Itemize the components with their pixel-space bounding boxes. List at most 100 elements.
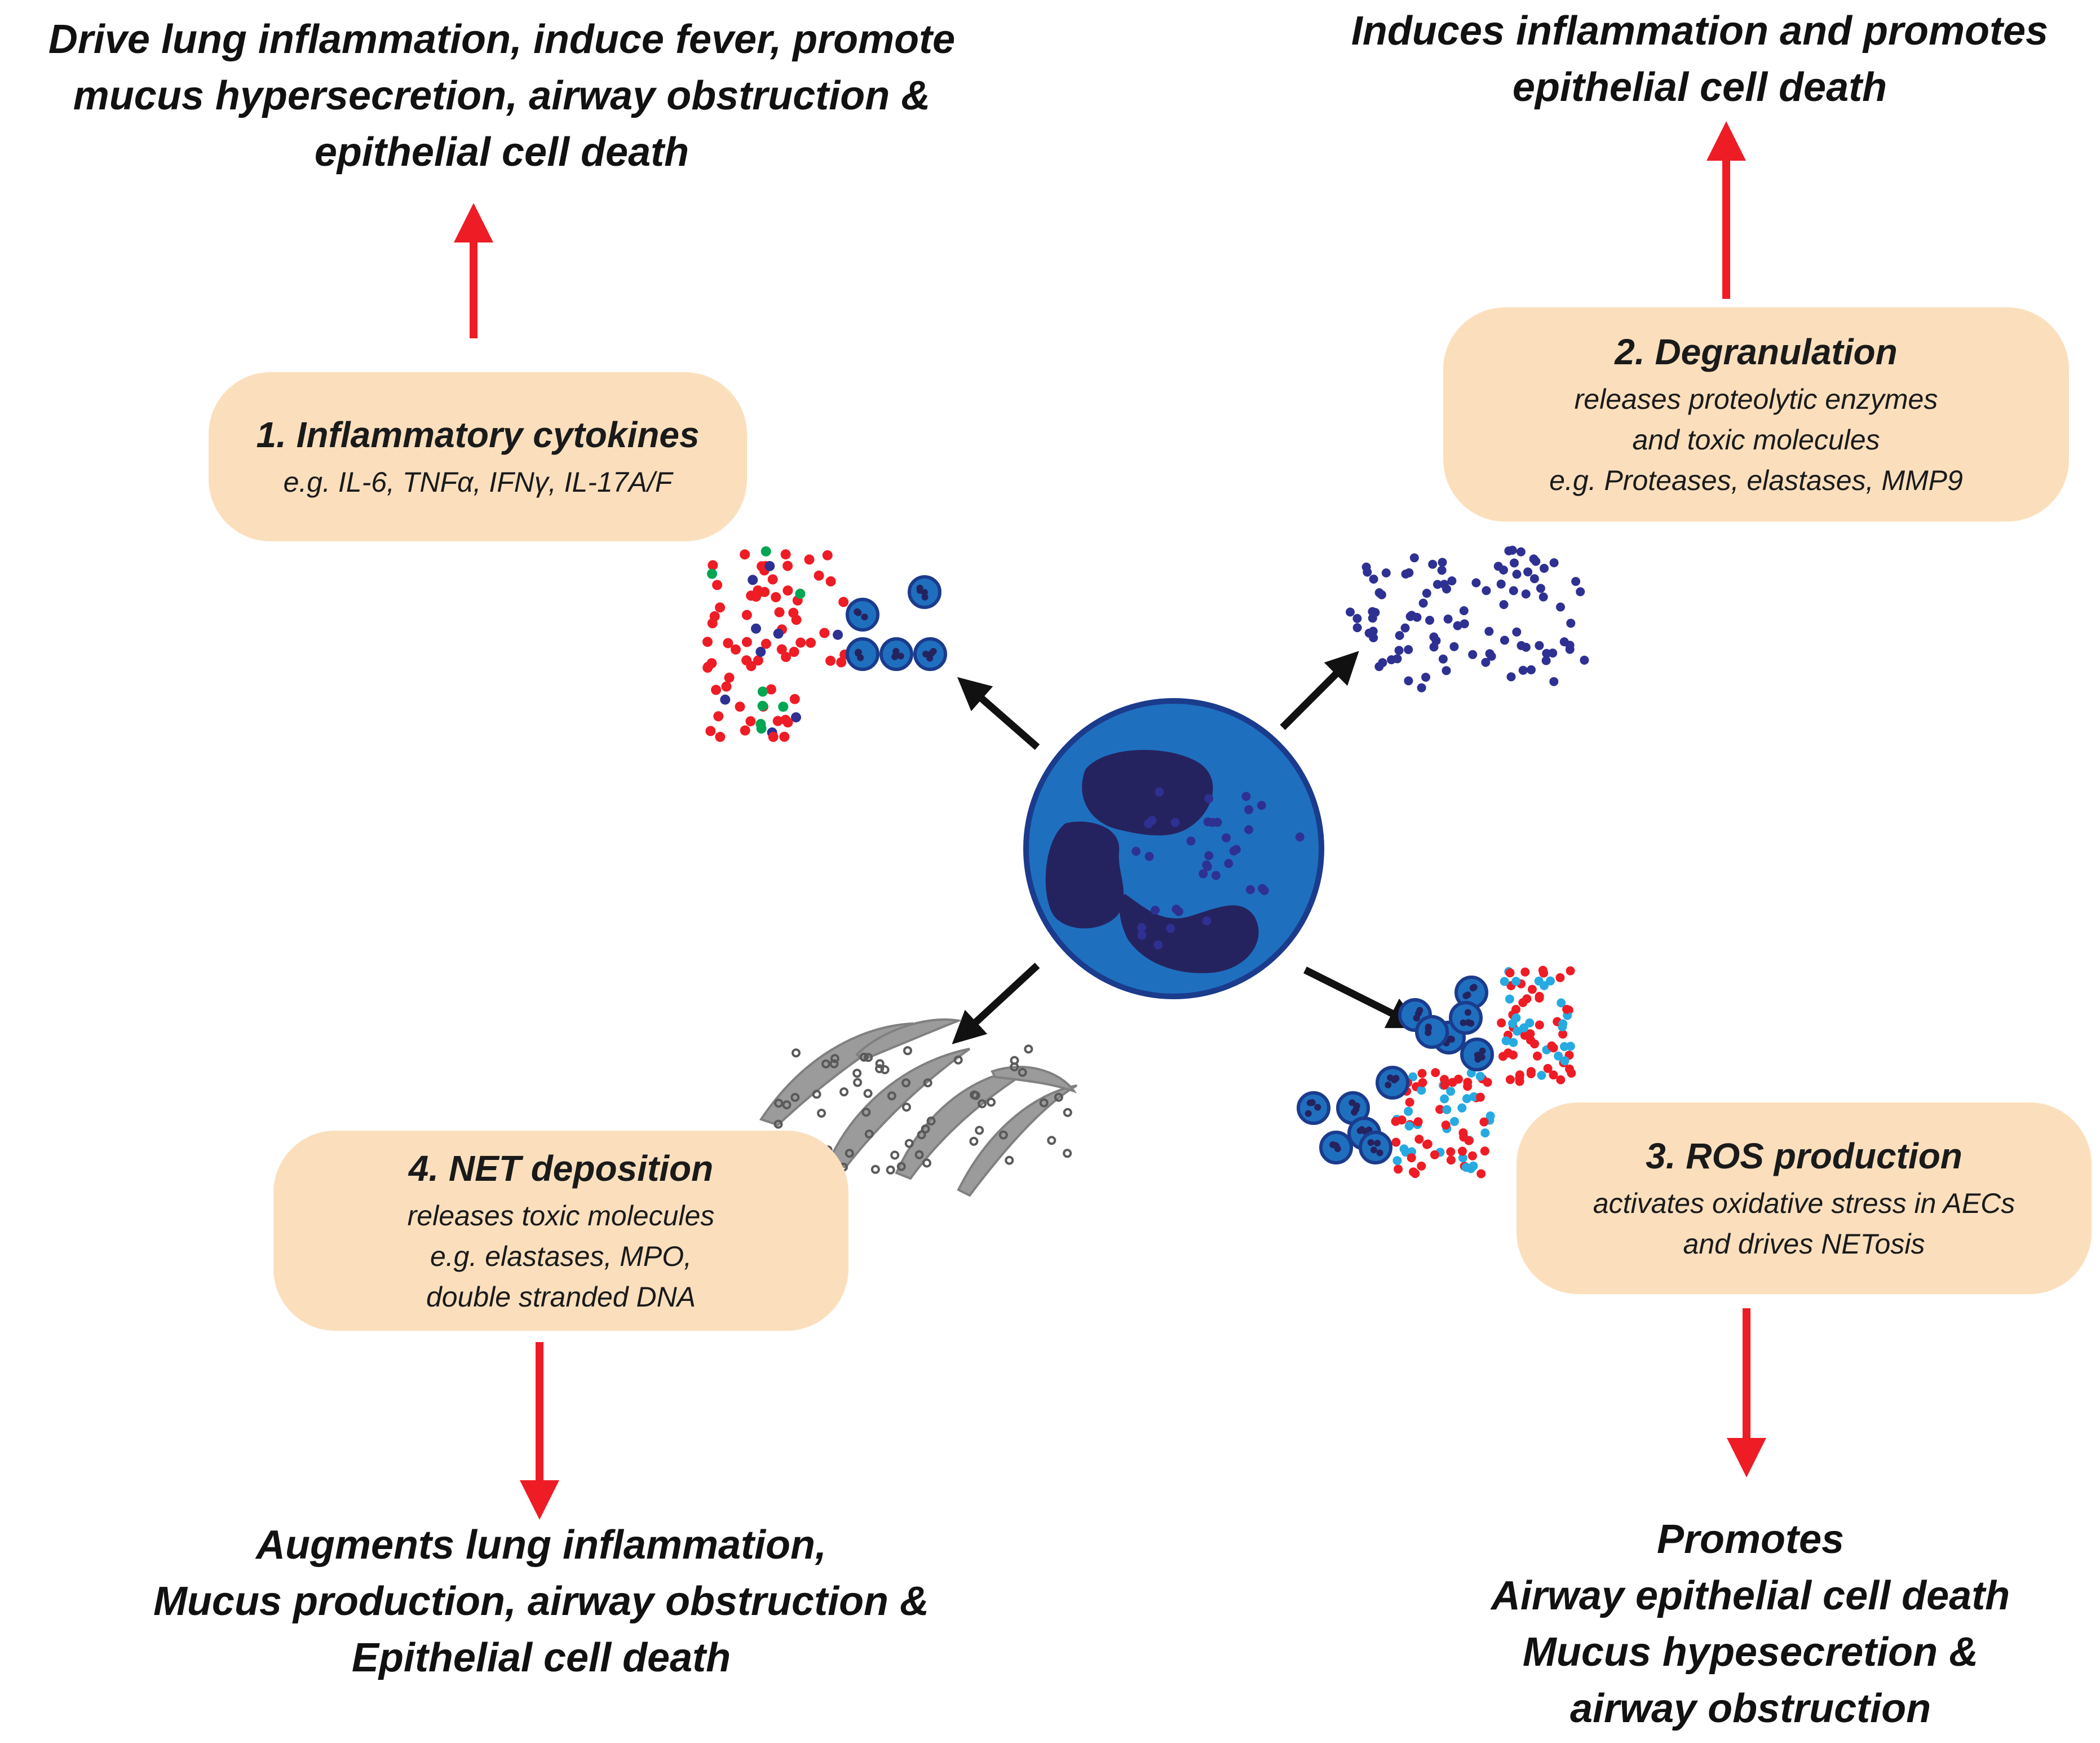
granule-dot	[1506, 672, 1516, 682]
granule-dot	[1510, 558, 1519, 568]
cytokine-dot	[789, 647, 799, 657]
nucleus-lobe-left	[1045, 822, 1124, 929]
granule-dot	[1471, 578, 1481, 588]
ros-dot	[1547, 1041, 1557, 1051]
cytokine-dot	[825, 576, 836, 586]
granule-dot	[1418, 598, 1428, 608]
ros-dot	[1501, 1036, 1511, 1045]
cytokine-dot	[715, 602, 726, 613]
ros-dot	[1540, 981, 1549, 990]
granule-dot	[1531, 557, 1541, 566]
cytokine-dot	[702, 637, 713, 647]
cell-granule	[1231, 845, 1241, 854]
granule-dot	[1482, 586, 1491, 595]
cell-granule	[1224, 859, 1234, 868]
ros-dot	[1442, 1105, 1452, 1114]
granule-dot	[1361, 562, 1371, 572]
granule-dot	[1437, 566, 1447, 575]
ros-dot	[1558, 1029, 1568, 1039]
cytokine-dot	[806, 637, 816, 648]
granule-dot	[1449, 642, 1459, 651]
cytokine-dot	[791, 712, 801, 723]
cytokine-dot	[702, 661, 713, 672]
ros-dot	[1464, 1136, 1474, 1145]
ros-dot	[1411, 1169, 1420, 1179]
granule-dot	[1540, 563, 1549, 573]
ros-dot	[1558, 1019, 1568, 1029]
cell-granule	[1186, 836, 1196, 846]
net-bead	[896, 1162, 906, 1171]
cytokine-dot	[771, 592, 781, 602]
cytokine-dot	[757, 561, 767, 572]
cytokine-dot	[761, 546, 771, 557]
granule-dot	[1499, 600, 1509, 610]
granule-dot	[1507, 545, 1517, 555]
ros-dot	[1565, 1064, 1574, 1074]
ros-vesicle	[1376, 1066, 1409, 1100]
ros-dot	[1557, 998, 1566, 1008]
cytokine-dot	[741, 610, 752, 620]
ros-dot	[1408, 1072, 1418, 1082]
ros-dot	[1458, 1153, 1467, 1163]
cytokine-dot	[746, 590, 757, 601]
cytokine-dot	[838, 597, 849, 607]
cell-granule	[1131, 846, 1141, 856]
ros-dot	[1533, 1051, 1542, 1061]
cytokine-dot	[767, 574, 778, 585]
cell-granule	[1222, 833, 1231, 842]
net-bead	[1018, 1067, 1027, 1077]
net-bead	[773, 1119, 783, 1129]
cytokine-dot	[753, 655, 763, 666]
outcome-cytokines-line-3: epithelial cell death	[314, 130, 689, 175]
ros-dot	[1414, 1135, 1424, 1144]
outcome-net: Augments lung inflammation, Mucus produc…	[90, 1517, 992, 1686]
outcome-ros-line-4: airway obstruction	[1570, 1686, 1931, 1731]
box-net-line-1: releases toxic molecules	[407, 1199, 715, 1232]
cytokine-dot	[819, 628, 830, 638]
cytokine-dot	[814, 570, 824, 581]
cytokine-dot	[772, 716, 783, 726]
ros-dot	[1479, 1117, 1489, 1127]
net-bead	[904, 1139, 914, 1148]
net-bead	[969, 1137, 979, 1146]
net-bead	[861, 1107, 871, 1117]
net-bead	[1063, 1107, 1072, 1117]
ros-vesicle	[1415, 1015, 1449, 1049]
cell-granule	[1153, 940, 1163, 950]
ros-vesicle	[1449, 1001, 1483, 1035]
box-net-line-3: double stranded DNA	[426, 1281, 696, 1313]
ros-dot	[1535, 1020, 1544, 1030]
net-bead	[890, 1150, 900, 1160]
cell-granule	[1170, 818, 1180, 827]
box-ros-title: 3. ROS production	[1646, 1136, 1962, 1176]
granule-dot	[1438, 654, 1448, 664]
granule-dot	[1548, 648, 1558, 658]
cytokine-dot	[759, 586, 770, 597]
granule-dot	[1535, 641, 1544, 650]
net-bead	[887, 1091, 896, 1101]
cell-granule	[1257, 801, 1266, 810]
granule-dot	[1404, 645, 1413, 654]
ros-dot	[1546, 976, 1555, 986]
ros-dot	[1391, 1117, 1400, 1126]
cytokine-dot	[761, 638, 771, 649]
granule-dot	[1369, 575, 1378, 584]
ros-dot	[1483, 1078, 1492, 1087]
box-ros-line-1: activates oxidative stress in AECs	[1593, 1188, 2015, 1219]
cytokine-dot	[778, 701, 789, 712]
granule-dot	[1439, 580, 1449, 589]
box-degranulation-title: 2. Degranulation	[1615, 332, 1898, 372]
granule-dot	[1459, 606, 1469, 615]
ros-dot	[1405, 1097, 1414, 1107]
box-degranulation: 2. Degranulation releases proteolytic en…	[1443, 307, 2069, 522]
granule-dot	[1409, 553, 1419, 563]
ros-dot	[1505, 968, 1515, 978]
cytokine-dot	[751, 623, 761, 634]
granule-dot	[1516, 547, 1526, 557]
granule-dot	[1549, 677, 1559, 686]
granule-dot	[1576, 587, 1585, 597]
granule-dot	[1521, 589, 1531, 599]
outcome-degranulation-line-1: Induces inflammation and promotes	[1351, 8, 2049, 54]
ros-dot	[1520, 967, 1530, 977]
